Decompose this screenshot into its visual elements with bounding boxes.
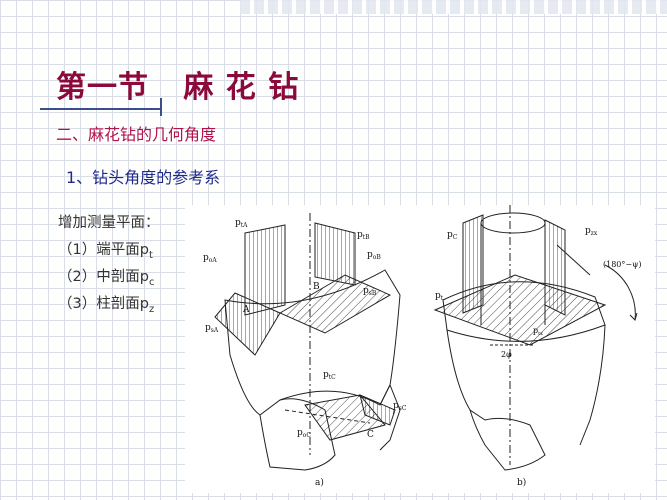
label-po-b: poB (367, 250, 381, 261)
label-ps-c: psC (393, 401, 407, 412)
leader-pzx (556, 244, 591, 276)
section-heading: 1、钻头角度的参考系 (66, 168, 221, 187)
title-underline (40, 108, 162, 110)
plane-hatched-b (278, 274, 392, 334)
caption-a: a) (315, 477, 324, 488)
notes-block: 增加测量平面： （1）端平面pt （2）中剖面pc （3）柱剖面pz (58, 210, 160, 318)
plane-item-middle: （2）中剖面pc (58, 264, 160, 291)
drill-flute-b (446, 329, 546, 471)
drill-geometry-figure: ptA poA psA ptB poB psB ptC psC poC A B … (185, 205, 655, 493)
plane-item-cylinder: （3）柱剖面pz (58, 291, 160, 318)
plane-vertical-a (244, 224, 286, 316)
slide-subtitle: 二、麻花钻的几何角度 (56, 125, 217, 144)
drill-edge-a (379, 383, 401, 451)
plane-symbol: p (139, 296, 149, 312)
plane-label: （3）柱剖面 (58, 296, 140, 312)
figure-a-labels: ptA poA psA ptB poB psB ptC psC poC A B … (203, 218, 407, 488)
plane-vertical-b (314, 222, 356, 286)
label-point-a: A (242, 305, 250, 315)
label-ps-b: psB (363, 286, 377, 297)
plane-item-end: （1）端平面pt (58, 237, 160, 264)
figure-a (214, 213, 401, 471)
label-pzx: pzx (585, 226, 598, 237)
caption-b: b) (517, 477, 526, 488)
slide-title: 第一节 麻 花 钻 (56, 70, 300, 105)
drill-flute-a (259, 398, 336, 471)
plane-symbol: p (139, 269, 149, 285)
plane-subscript: z (148, 303, 155, 315)
plane-subscript: c (148, 276, 155, 288)
label-pt-c: ptC (323, 370, 336, 381)
decorative-grid-strip (240, 0, 667, 14)
label-pt-a: ptA (235, 218, 248, 229)
label-ptx: ptx (533, 326, 543, 337)
title-underline-tick (160, 98, 162, 116)
label-ps-a: psA (205, 323, 219, 334)
figure-b (433, 205, 638, 471)
label-pt-b: ptB (357, 230, 370, 241)
label-point-b: B (313, 282, 320, 292)
label-2phi: 2φ (501, 350, 512, 359)
plane-label: （2）中剖面 (58, 269, 140, 285)
label-pt-b2: pt (435, 291, 444, 302)
angle-arc (604, 264, 636, 321)
plane-symbol: p (139, 242, 149, 258)
notes-heading: 增加测量平面： (58, 215, 160, 231)
figure-b-labels: pC pzx pt (180°−ψ) 2φ ptx b) (435, 226, 642, 488)
plane-vertical-c (359, 394, 396, 426)
plane-subscript: t (148, 249, 153, 261)
dashed-line-a (284, 409, 371, 424)
plane-label: （1）端平面 (58, 242, 140, 258)
label-po-a: poA (203, 253, 217, 264)
label-angle: (180°−ψ) (603, 260, 642, 269)
label-pc: pC (447, 230, 458, 241)
label-point-c: C (367, 430, 374, 440)
drill-edge-b (579, 324, 606, 446)
angle-arrow (629, 312, 638, 321)
plane-pt (433, 274, 607, 346)
label-po-c: poC (297, 428, 311, 439)
